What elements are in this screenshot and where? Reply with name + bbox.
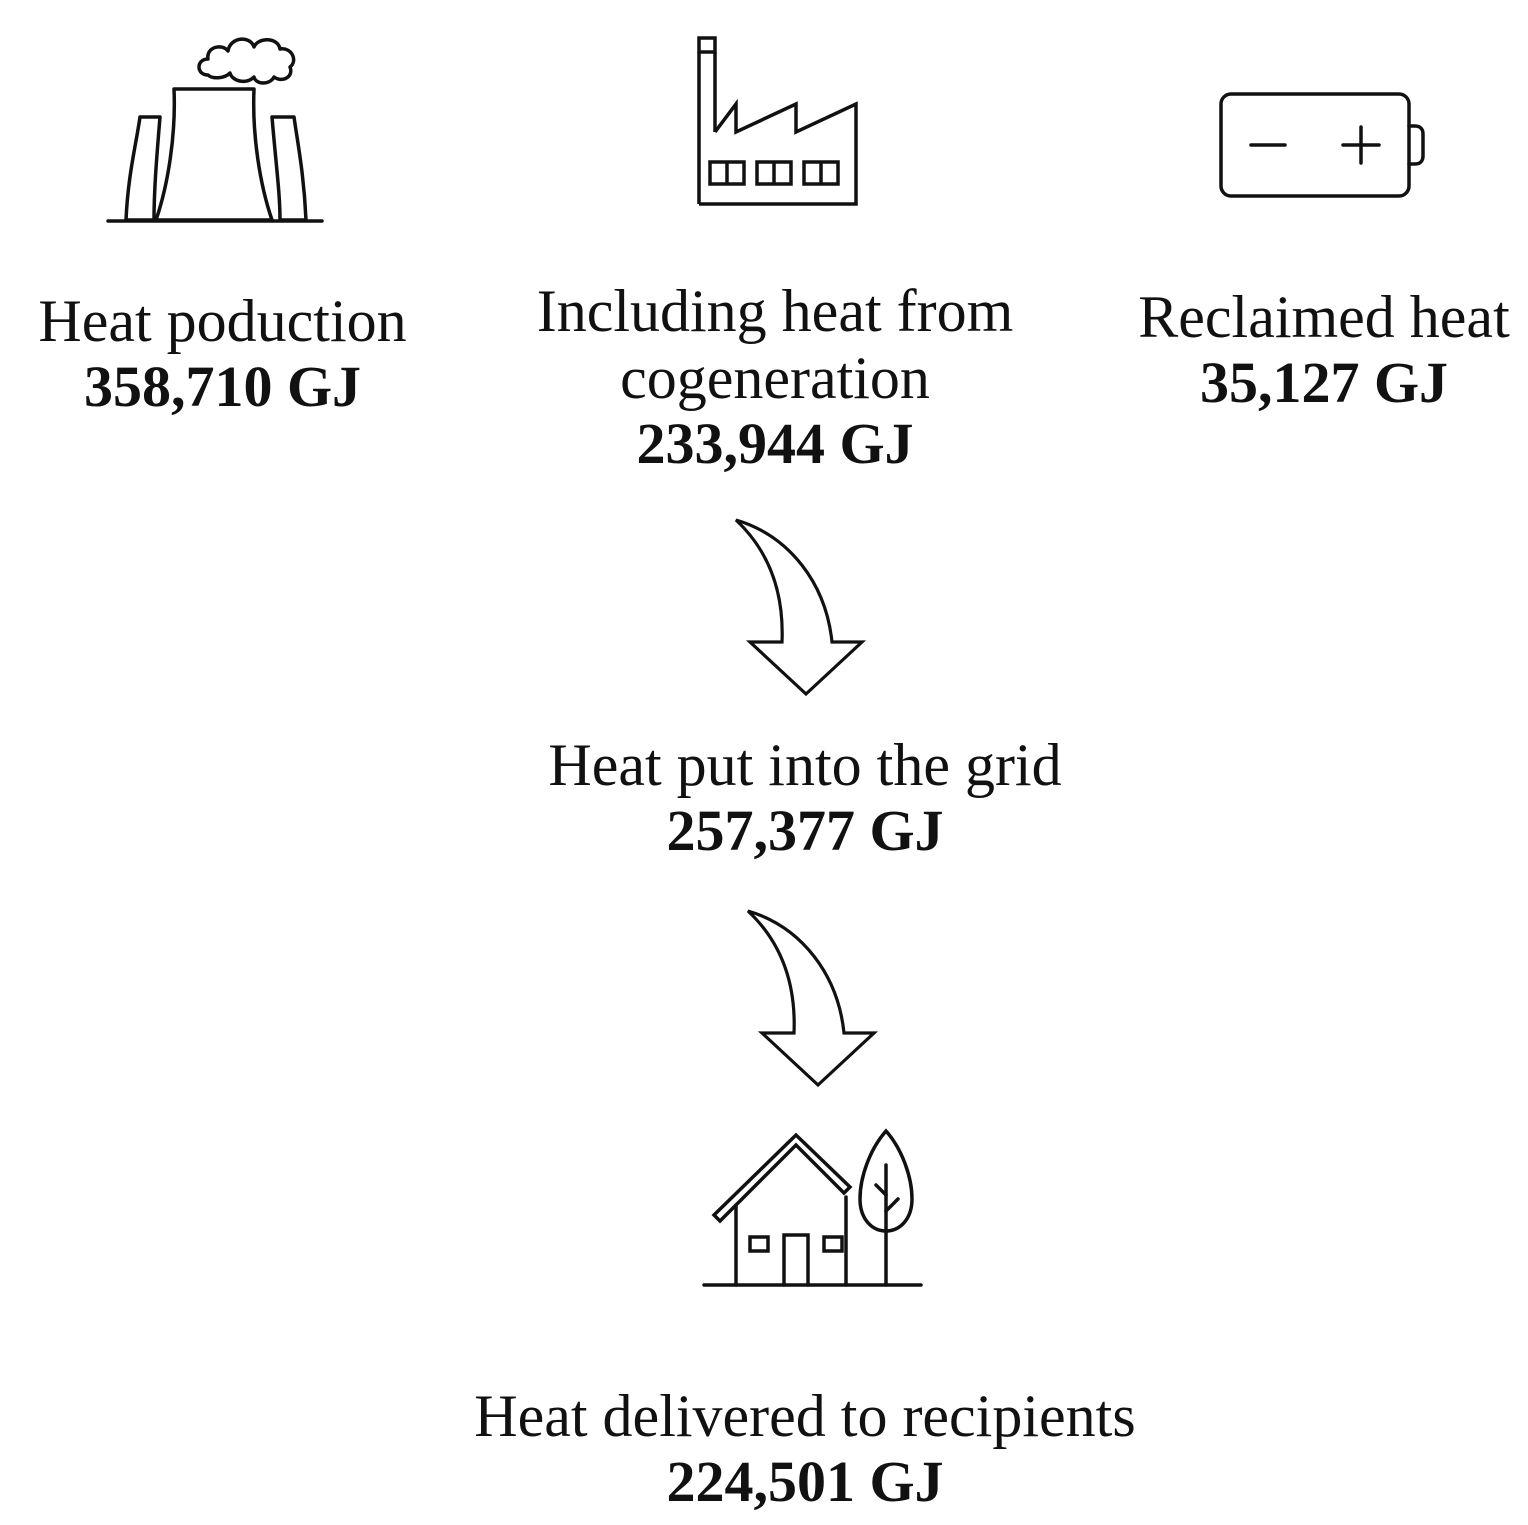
grid-heat-name: Heat put into the grid bbox=[548, 732, 1062, 798]
heat-production-value: 358,710 GJ bbox=[83, 354, 362, 420]
cogeneration-value: 233,944 GJ bbox=[636, 411, 914, 477]
heat-production-label: Heat poduction 358,710 GJ bbox=[0, 288, 445, 420]
heat-production-name: Heat poduction bbox=[38, 288, 407, 354]
power-plant-icon bbox=[100, 15, 330, 227]
down-arrow-icon bbox=[740, 903, 880, 1093]
grid-heat-value: 257,377 GJ bbox=[666, 798, 944, 864]
cogeneration-label: Including heat from cogeneration 233,944… bbox=[495, 278, 1055, 477]
down-arrow-icon bbox=[728, 512, 868, 702]
cogeneration-name-line1: Including heat from bbox=[536, 278, 1014, 344]
battery-icon bbox=[1215, 88, 1430, 203]
cogeneration-name-line2: cogeneration bbox=[620, 345, 930, 412]
delivered-heat-name: Heat delivered to recipients bbox=[474, 1383, 1136, 1449]
delivered-heat-value: 224,501 GJ bbox=[666, 1449, 944, 1515]
grid-heat-label: Heat put into the grid 257,377 GJ bbox=[480, 732, 1130, 864]
house-with-tree-icon bbox=[700, 1125, 925, 1295]
reclaimed-heat-label: Reclaimed heat 35,127 GJ bbox=[1110, 284, 1528, 416]
reclaimed-heat-name: Reclaimed heat bbox=[1138, 284, 1510, 350]
delivered-heat-label: Heat delivered to recipients 224,501 GJ bbox=[400, 1383, 1210, 1515]
factory-icon bbox=[682, 32, 864, 212]
reclaimed-heat-value: 35,127 GJ bbox=[1199, 350, 1449, 416]
